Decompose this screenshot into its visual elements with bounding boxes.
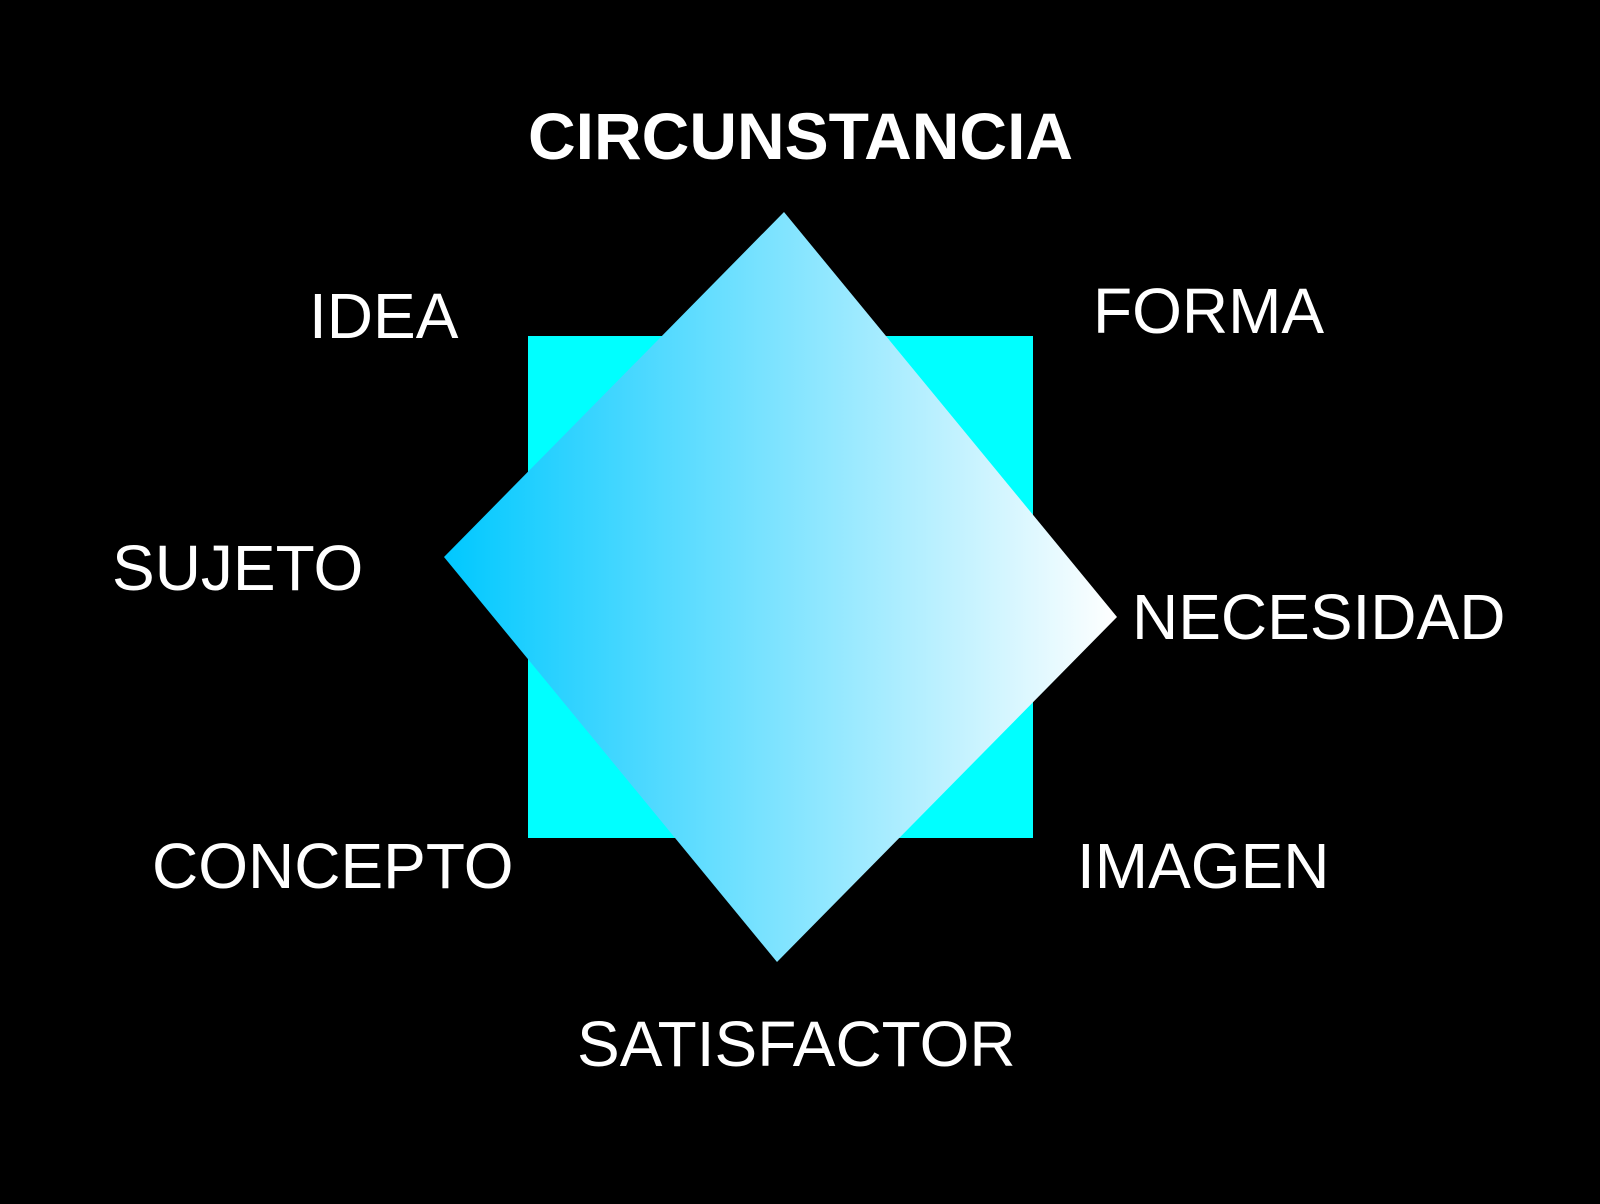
label-idea: IDEA	[309, 280, 459, 352]
label-forma: FORMA	[1093, 275, 1325, 347]
label-necesidad: NECESIDAD	[1132, 581, 1506, 653]
label-imagen: IMAGEN	[1077, 830, 1330, 902]
gradient-diamond	[444, 212, 1117, 962]
label-sujeto: SUJETO	[112, 532, 364, 604]
label-circunstancia: CIRCUNSTANCIA	[528, 99, 1074, 173]
label-concepto: CONCEPTO	[152, 830, 514, 902]
label-satisfactor: SATISFACTOR	[577, 1008, 1016, 1080]
